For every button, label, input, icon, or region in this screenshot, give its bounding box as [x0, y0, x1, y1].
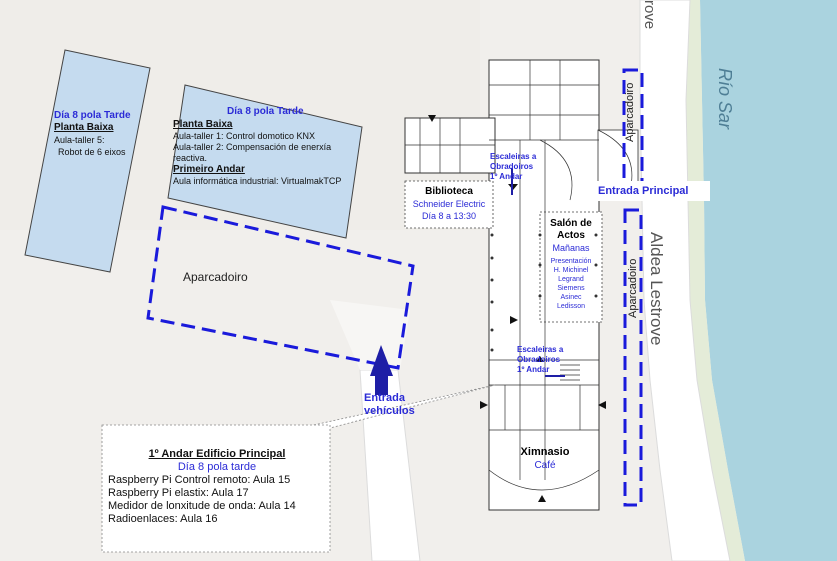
street-label: Aldea Lestrove: [647, 232, 666, 346]
gym-label: Ximnasio Café: [505, 446, 585, 472]
main-entrance-label: Entrada Principal: [598, 185, 689, 197]
stairs-bottom-label: Escaleiras a Obradoiros 1º Andar: [517, 345, 563, 375]
building-left-text: Día 8 pola Tarde Planta Baixa Aula-talle…: [54, 110, 164, 158]
hall-item: Asinec: [560, 294, 582, 301]
gym-name: Ximnasio: [520, 446, 570, 458]
library-name: Biblioteca: [425, 186, 473, 197]
vehicle-entrance-label: Entrada vehículos: [364, 392, 415, 418]
stairs-bottom-line3: 1º Andar: [517, 365, 550, 374]
building-left-title: Día 8 pola Tarde: [54, 110, 131, 121]
library-sponsor: Schneider Electric: [412, 199, 486, 209]
hall-name-line1: Salón de: [550, 218, 592, 229]
stairs-top-line3: 1º Andar: [490, 172, 523, 181]
stairs-top-line2: Obradoiros: [490, 162, 534, 171]
stairs-bottom-line1: Escaleiras a: [517, 345, 564, 354]
building-center-line3: Aula informática industrial: VirtualmakT…: [173, 176, 342, 186]
parking-right-outline: [623, 208, 643, 507]
building-left-line1: Aula-taller 5:: [54, 135, 105, 145]
marker-triangle: [428, 115, 436, 122]
building-center-text: Día 8 pola Tarde Planta Baixa Aula-talle…: [173, 106, 373, 187]
stairs-top-label: Escaleiras a Obradoiros 1º Andar: [490, 152, 536, 182]
gym-sub: Café: [534, 460, 556, 471]
building-center-line2: Aula-taller 2: Compensación de enerxía r…: [173, 142, 332, 163]
hall-item: Siemens: [557, 285, 585, 292]
building-center-floor2: Primeiro Andar: [173, 164, 245, 175]
callout-subtitle: Día 8 pola tarde: [177, 461, 257, 473]
building-center-line1: Aula-taller 1: Control domotico KNX: [173, 131, 316, 141]
callout-box: [101, 424, 331, 553]
vehicle-entrance-line1: Entrada: [364, 392, 405, 404]
building-center: [167, 84, 363, 239]
street-label-top: rove: [641, 0, 658, 30]
hall-item: Ledisson: [556, 303, 586, 310]
street: [639, 0, 731, 561]
vehicle-entrance-line2: vehículos: [364, 405, 415, 417]
callout-item: Medidor de lonxitude de onda: Aula 14: [108, 500, 296, 512]
parking-main-label: Aparcadoiro: [183, 270, 248, 284]
stairs-top-line1: Escaleiras a: [490, 152, 537, 161]
building-left-line2: Robot de 6 eixos: [58, 147, 126, 157]
callout-pointer: [299, 384, 496, 429]
parking-top-label: Aparcadoiro: [624, 82, 636, 142]
riverbank: [686, 0, 745, 561]
hall-when: Mañanas: [552, 243, 590, 253]
callout-item: Raspberry Pi Control remoto: Aula 15: [108, 474, 291, 486]
parking-main-outline: [146, 205, 415, 370]
hall-item: Legrand: [558, 276, 584, 283]
vehicle-entrance-arrow: [370, 345, 393, 395]
hall-name-line2: Actos: [557, 230, 585, 241]
hall-item: Presentación: [550, 258, 592, 265]
callout-title: 1º Andar Edificio Principal: [148, 448, 286, 460]
building-center-title: Día 8 pola Tarde: [227, 106, 304, 117]
river-label: Río Sar: [715, 68, 735, 130]
river: [700, 0, 837, 561]
stairs-bottom-line2: Obradoiros: [517, 355, 561, 364]
callout-item: Radioenlaces: Aula 16: [108, 513, 218, 525]
building-left: [24, 49, 151, 273]
building-left-floor: Planta Baixa: [54, 122, 114, 133]
hall-item: H. Michinel: [553, 267, 589, 274]
callout-content: 1º Andar Edificio Principal Día 8 pola t…: [108, 448, 326, 526]
library-when: Día 8 a 13:30: [421, 211, 477, 221]
parking-right-label: Aparcadoiro: [627, 258, 639, 318]
building-center-floor1: Planta Baixa: [173, 119, 233, 130]
hall-label: Salón de Actos Mañanas Presentación H. M…: [540, 218, 602, 311]
library-label: Biblioteca Schneider Electric Día 8 a 13…: [405, 186, 493, 222]
callout-item: Raspberry Pi elastix: Aula 17: [108, 487, 249, 499]
